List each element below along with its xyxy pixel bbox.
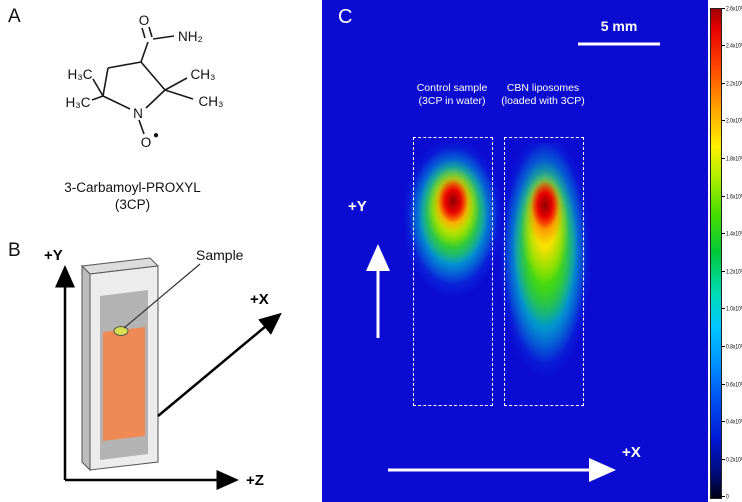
atom-methyl-bottom-left: H₃C (66, 95, 91, 110)
colorbar-tick-row: 2.0x10¹² (722, 117, 742, 125)
colorbar-tick-row: 0 (722, 493, 742, 501)
colorbar-labels: 2.6x10¹² 2.4x10¹² 2.2x10¹² 2.0x10¹² 1.8x… (722, 4, 742, 501)
colorbar-tick-label: 1.8x10¹² (726, 154, 742, 163)
b-axis-y-label: +Y (44, 247, 63, 264)
control-caption-line2: (3CP in water) (418, 95, 486, 107)
colorbar-tick-label: 2.0x10¹² (726, 117, 742, 125)
radical-dot-icon: ● (153, 130, 159, 141)
colorbar-tick-label: 0.8x10¹² (726, 342, 742, 351)
tick-mark (722, 120, 725, 122)
tick-mark (722, 195, 725, 197)
colorbar-tick-row: 2.2x10¹² (722, 79, 742, 87)
epr-axis-y-label: +Y (348, 198, 367, 215)
scale-bar-label: 5 mm (600, 18, 638, 34)
colorbar (710, 8, 722, 499)
control-caption: Control sample (3CP in water) (397, 82, 507, 108)
colorbar-tick-row: 1.2x10¹² (722, 267, 742, 275)
colorbar-tick-label: 1.2x10¹² (726, 267, 742, 275)
panel-c-letter: C (338, 6, 353, 28)
colorbar-tick-row: 0.4x10¹² (722, 418, 742, 426)
colorbar-tick-row: 0.6x10¹² (722, 380, 742, 388)
tick-mark (722, 421, 725, 423)
molecule-bonds (91, 26, 194, 135)
colorbar-tick-row: 0.8x10¹² (722, 342, 742, 350)
colorbar-tick-row: 2.4x10¹² (722, 42, 742, 50)
b-axis-x-label: +X (250, 291, 269, 308)
atom-carbonyl-oxygen: O (139, 13, 150, 28)
molecule-abbreviation: (3CP) (114, 197, 151, 212)
colorbar-tick-label: 1.4x10¹² (726, 230, 742, 238)
epr-overlay-graphics (366, 42, 660, 482)
signal-blob-control (405, 143, 501, 313)
x-axis-arrow (157, 312, 282, 417)
colorbar-tick-label: 0.2x10¹² (726, 455, 742, 463)
colorbar-tick-row: 0.2x10¹² (722, 455, 742, 463)
panel-b-letter: B (8, 240, 21, 261)
atom-amide-group: NH₂ (178, 29, 203, 44)
setup-diagram: Sample +Y +Z +X (44, 247, 282, 490)
plate-side-face (81, 264, 91, 472)
sample-callout-line (123, 263, 201, 329)
atom-ring-nitrogen: N (133, 106, 143, 121)
sample-plate (80, 257, 160, 472)
roi-box-control (413, 137, 493, 406)
colorbar-tick-label: 1.0x10¹² (726, 305, 742, 313)
control-caption-line1: Control sample (416, 82, 488, 94)
colorbar-tick-label: 2.2x10¹² (726, 79, 742, 87)
molecule-structure: O NH₂ H₃C H₃C CH₃ CH₃ N O ● (66, 13, 224, 150)
tick-mark (722, 496, 725, 498)
tick-mark (722, 7, 725, 9)
tick-mark (722, 157, 725, 159)
epr-axis-x-label: +X (622, 444, 641, 461)
atom-methyl-top-right: CH₃ (191, 67, 216, 82)
atom-methyl-bottom-right: CH₃ (199, 94, 224, 109)
tick-mark (722, 82, 725, 84)
atom-methyl-top-left: H₃C (68, 67, 93, 82)
sample-callout-label: Sample (196, 247, 244, 263)
colorbar-tick-row: 1.8x10¹² (722, 154, 742, 162)
atom-nitroxide-oxygen: O (141, 135, 152, 150)
atom-labels: O NH₂ H₃C H₃C CH₃ CH₃ N O ● (66, 13, 224, 150)
tick-mark (722, 270, 725, 272)
colorbar-tick-row: 1.4x10¹² (722, 230, 742, 238)
tick-mark (722, 458, 725, 460)
colorbar-tick-row: 2.6x10¹² (722, 4, 742, 12)
colorbar-tick-label: 0 (726, 493, 729, 501)
colorbar-tick-label: 2.6x10¹² (726, 4, 742, 12)
signal-blob-liposomes (497, 143, 593, 408)
epr-image-panel: C 5 mm Control sample (3CP in water) CBN… (322, 0, 708, 502)
sample-dot (113, 326, 129, 336)
molecule-name: 3-Carbamoyl-PROXYL (64, 180, 201, 195)
colorbar-tick-label: 1.6x10¹² (726, 192, 742, 200)
tick-mark (722, 233, 725, 235)
tick-mark (722, 383, 725, 385)
colorbar-tick-label: 0.4x10¹² (726, 418, 742, 426)
colorbar-tick-row: 1.0x10¹² (722, 305, 742, 313)
b-axis-z-label: +Z (246, 472, 264, 489)
colorbar-tick-label: 2.4x10¹² (726, 42, 742, 50)
roi-box-liposomes (504, 137, 584, 406)
plate-orange-region (103, 327, 145, 441)
tick-mark (722, 308, 725, 310)
liposome-caption-line2: (loaded with 3CP) (501, 95, 585, 107)
tick-mark (722, 45, 725, 47)
liposome-caption: CBN liposomes (loaded with 3CP) (488, 82, 598, 108)
liposome-caption-line1: CBN liposomes (506, 82, 580, 94)
tick-mark (722, 345, 725, 347)
colorbar-tick-label: 0.6x10¹² (726, 380, 742, 388)
panel-a-letter: A (8, 6, 21, 27)
colorbar-tick-row: 1.6x10¹² (722, 192, 742, 200)
